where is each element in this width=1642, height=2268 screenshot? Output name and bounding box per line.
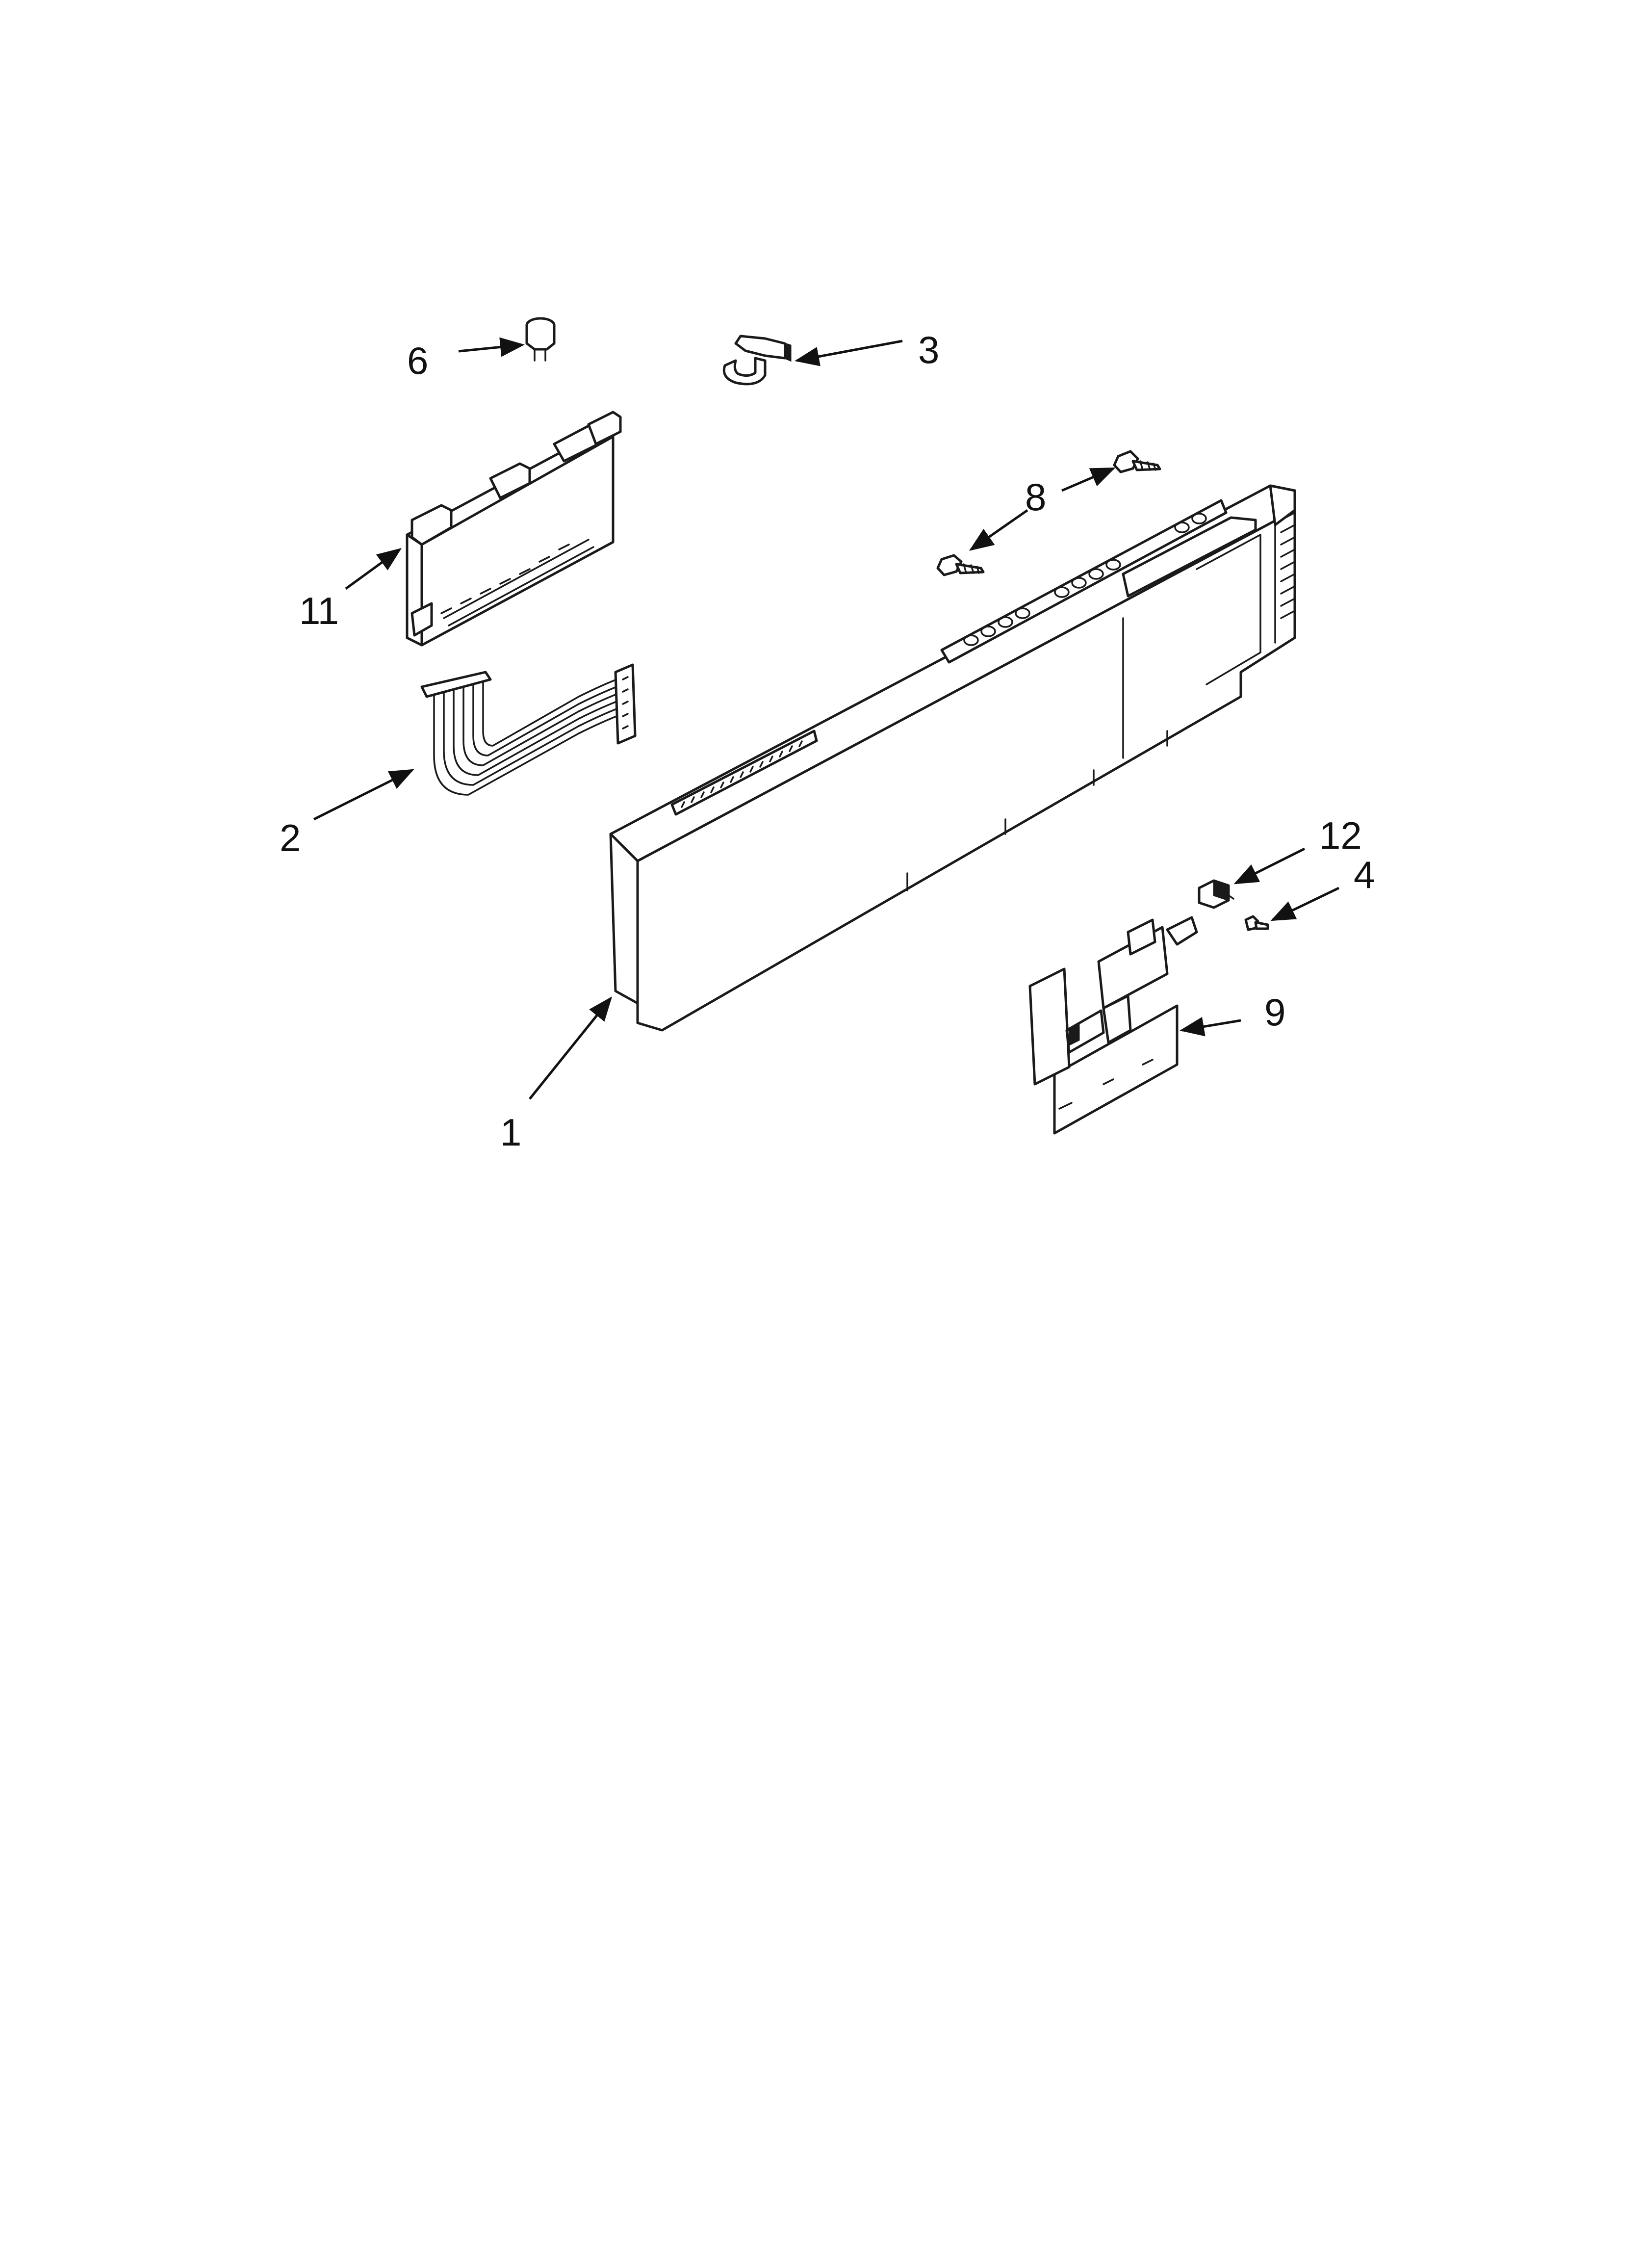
callout-6: 6 (407, 339, 428, 382)
leader-2 (313, 769, 414, 821)
leader-9 (1180, 1017, 1241, 1037)
callout-9: 9 (1264, 991, 1285, 1034)
callout-4: 4 (1354, 853, 1375, 896)
leader-8-lower (969, 509, 1028, 551)
part-9-bracket-assembly (1028, 916, 1198, 1135)
callout-3: 3 (918, 328, 939, 371)
part-8-screw-lower (936, 554, 985, 576)
leader-8-upper (1061, 467, 1116, 492)
callout-1: 1 (500, 1111, 521, 1154)
leader-11 (345, 548, 402, 590)
leader-12 (1233, 847, 1306, 885)
leader-1 (529, 996, 613, 1100)
part-12-block (1198, 879, 1234, 909)
part-6-cap (525, 317, 556, 362)
part-11-control-board (406, 411, 622, 647)
callout-labels: 6 3 8 11 2 12 4 9 1 (280, 328, 1375, 1154)
leader-3 (795, 339, 903, 366)
leader-6 (458, 337, 525, 357)
callout-12: 12 (1319, 814, 1362, 857)
leader-lines (313, 337, 1340, 1100)
part-2-wire-harness (420, 663, 637, 796)
part-1-control-panel (609, 484, 1296, 1032)
part-8-screw-upper (1113, 450, 1161, 473)
part-3-clip (722, 335, 792, 386)
leader-4 (1270, 886, 1340, 921)
callout-11: 11 (299, 589, 339, 632)
callout-8: 8 (1025, 475, 1046, 519)
callout-2: 2 (280, 816, 301, 860)
part-4-screw (1244, 915, 1269, 931)
